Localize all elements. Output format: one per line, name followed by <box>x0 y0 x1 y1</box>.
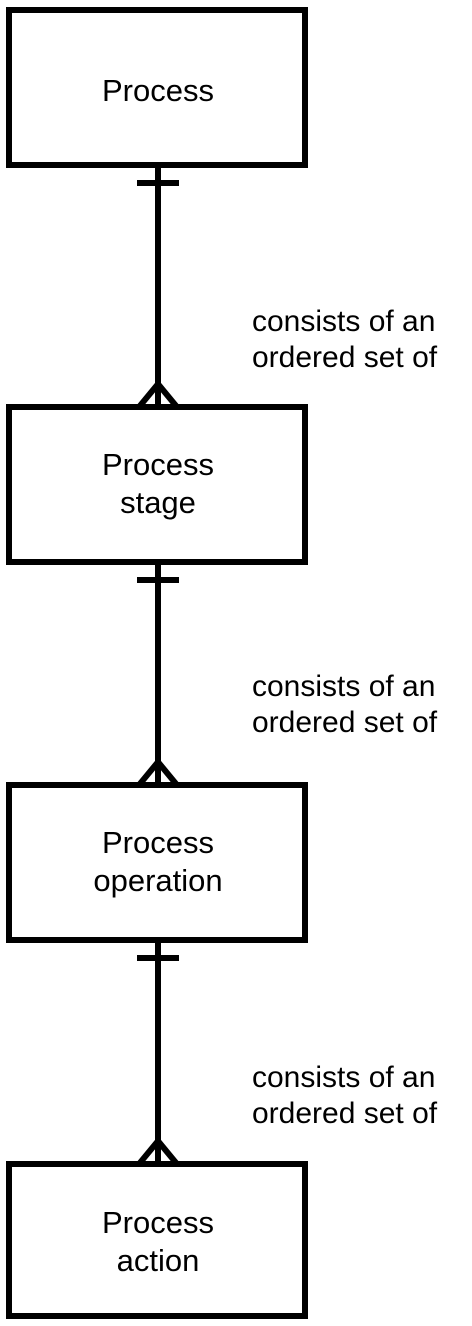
entity-process-operation-label-line1: Process <box>102 825 214 860</box>
relationship-label-line2: ordered set of <box>252 341 438 374</box>
entity-process-stage: Process stage <box>6 404 308 565</box>
relationship-process-to-stage: consists of an ordered set of <box>136 165 438 409</box>
crows-foot-marker <box>136 1136 180 1166</box>
entity-process: Process <box>6 7 308 168</box>
relationship-label-line2: ordered set of <box>252 706 438 739</box>
entity-process-action-box <box>6 1161 308 1319</box>
crows-foot-marker <box>136 379 180 409</box>
relationship-label-line1: consists of an <box>252 670 435 703</box>
entity-process-action: Process action <box>6 1161 308 1319</box>
relationship-label-line1: consists of an <box>252 1061 435 1094</box>
relationship-label-line2: ordered set of <box>252 1097 438 1130</box>
relationship-label-line1: consists of an <box>252 305 435 338</box>
relationship-stage-to-operation: consists of an ordered set of <box>136 562 438 787</box>
entity-process-operation: Process operation <box>6 782 308 943</box>
entity-process-stage-label-line2: stage <box>120 485 196 520</box>
entity-process-action-label-line1: Process <box>102 1205 214 1240</box>
relationship-operation-to-action: consists of an ordered set of <box>136 940 438 1166</box>
crows-foot-marker <box>136 757 180 787</box>
entity-process-action-label-line2: action <box>117 1243 200 1278</box>
entity-process-stage-label-line1: Process <box>102 447 214 482</box>
entity-process-operation-label-line2: operation <box>93 863 222 898</box>
entity-process-label: Process <box>102 73 214 108</box>
